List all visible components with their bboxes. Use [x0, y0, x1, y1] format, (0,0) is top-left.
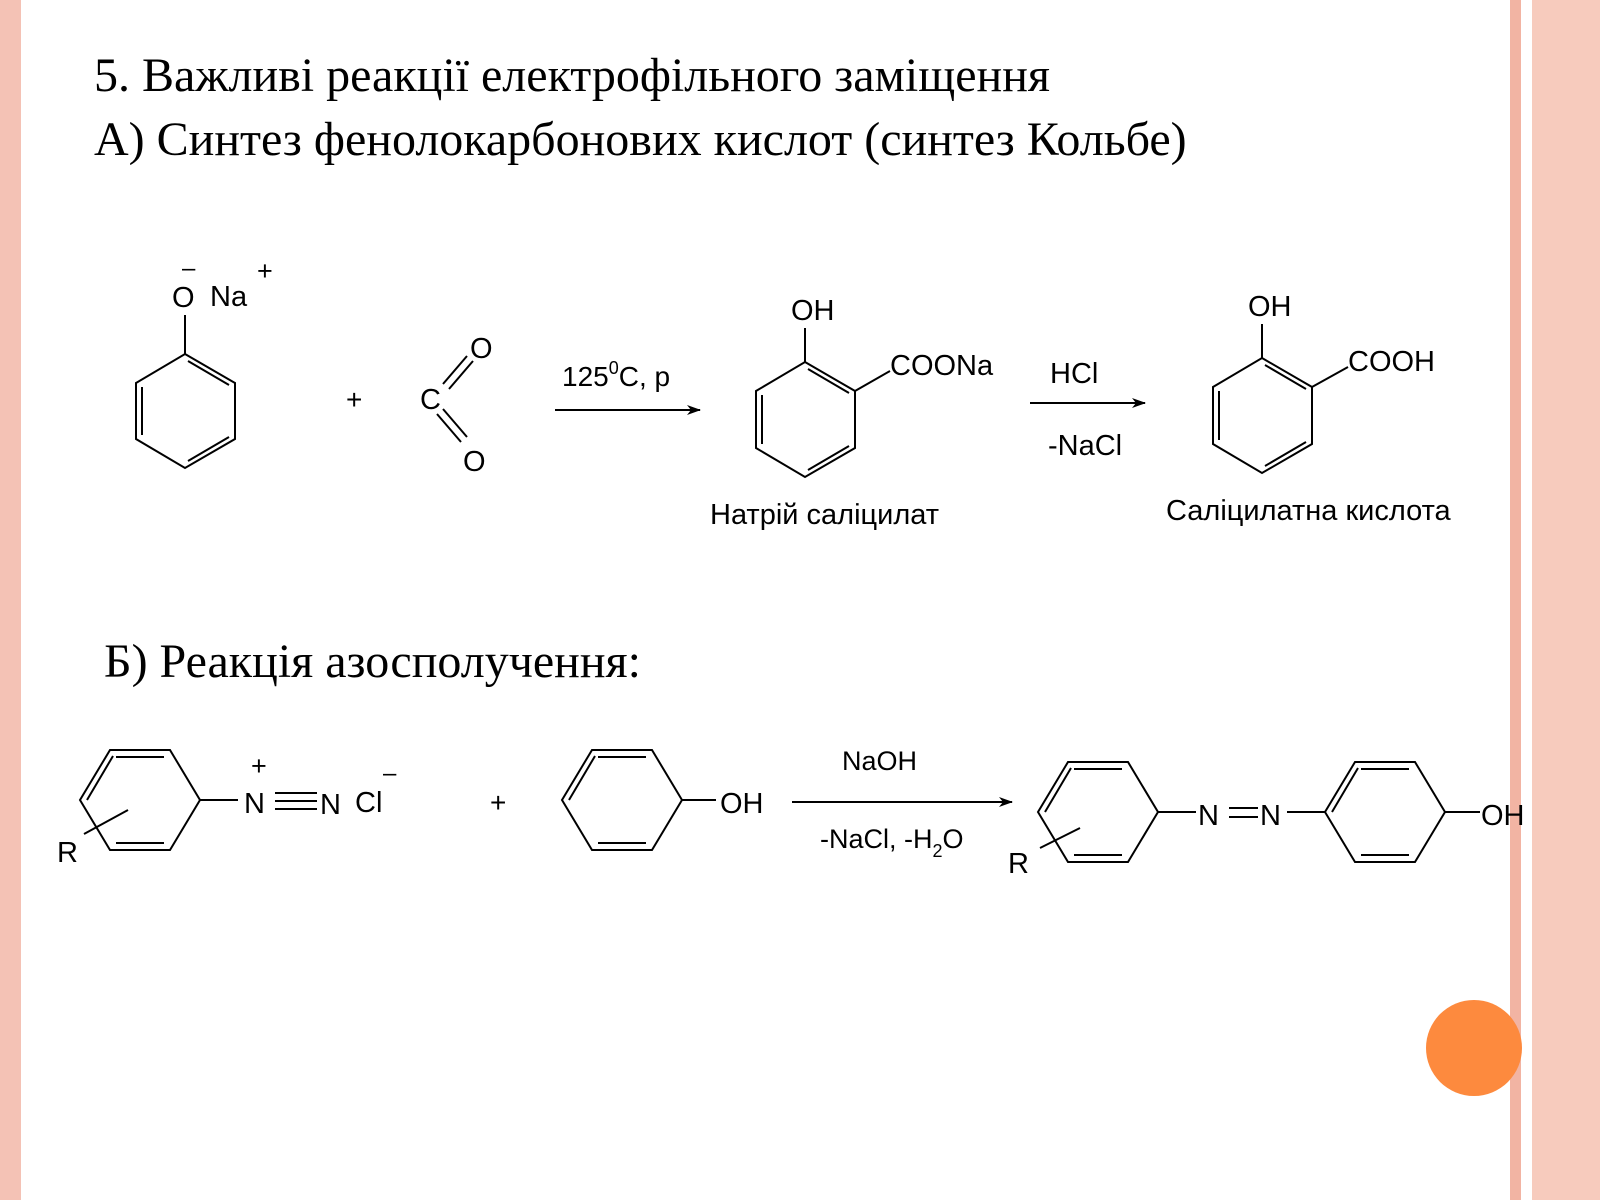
phenoxide-negative-charge: – [182, 255, 196, 282]
chloride-label: Cl [355, 787, 382, 819]
azo-byproducts-part: -NaCl, -H [820, 824, 933, 854]
azo-byproducts-label: -NaCl, -H2O [820, 824, 964, 861]
water-subscript: 2 [933, 841, 943, 861]
chloride-negative-charge: – [383, 760, 397, 787]
salicylic-acid-benzene-ring [1212, 356, 1313, 475]
phenol-oh-label: OH [720, 788, 764, 820]
left-border-stripe [0, 0, 21, 1200]
n-n-double-bond [1229, 807, 1258, 818]
slide-title: 5. Важливі реакції електрофільного заміщ… [94, 44, 1187, 172]
sodium-positive-charge: + [257, 256, 273, 286]
coona-label: COONa [890, 350, 994, 382]
salicylic-acid-name: Саліцилатна кислота [1166, 495, 1452, 527]
sodium-label: Na [210, 281, 248, 313]
diazonium-positive-charge: + [251, 751, 267, 781]
azo-n1-label: N [1198, 800, 1219, 832]
kolbe-plus-sign: + [346, 384, 362, 415]
sodium-salicylate-name: Натрій саліцилат [710, 499, 939, 531]
azo-n2-label: N [1260, 800, 1281, 832]
diazonium-n1-label: N [244, 788, 265, 820]
azo-plus-sign: + [490, 787, 506, 818]
phenol-benzene-ring [560, 749, 684, 851]
accent-circle [1426, 1000, 1522, 1096]
cond-unit-pressure: C, p [619, 361, 670, 392]
salicylate-oh-label: OH [791, 295, 835, 327]
title-line-2: А) Синтез фенолокарбонових кислот (синте… [94, 113, 1187, 166]
right-border-stripe-outer [1532, 0, 1600, 1200]
azo-base-label: NaOH [842, 746, 917, 776]
co2-oxygen-top-label: O [470, 333, 493, 365]
salicylic-c-cooh-bond [1311, 366, 1349, 388]
cooh-label: COOH [1348, 346, 1435, 378]
kolbe-conditions-label: 1250C, p [562, 358, 670, 392]
water-o: O [943, 824, 964, 854]
salicylic-oh-label: OH [1248, 291, 1292, 323]
cond-temperature: 125 [562, 361, 609, 392]
sodium-salicylate-benzene-ring [755, 360, 856, 479]
product-r-label: R [1008, 848, 1029, 880]
azo-coupling-subtitle: Б) Реакція азосполучення: [104, 635, 641, 688]
diazonium-benzene-ring [78, 749, 202, 851]
salicylate-c-coona-bond [854, 370, 891, 392]
right-border-stripe-inner [1510, 0, 1521, 1200]
acidification-byproduct-label: -NaCl [1048, 430, 1122, 462]
azo-product-phenol-ring [1323, 761, 1447, 863]
diazonium-n2-label: N [320, 789, 341, 821]
co2-double-bonds [436, 355, 474, 443]
acidification-reagent-label: HCl [1050, 358, 1098, 390]
n-n-triple-bond [275, 792, 317, 810]
diazonium-r-label: R [57, 837, 78, 869]
cond-degree-superscript: 0 [609, 358, 619, 378]
diazonium-r-bond [83, 809, 129, 835]
product-oh-label: OH [1481, 800, 1525, 832]
title-line-1: 5. Важливі реакції електрофільного заміщ… [94, 49, 1050, 102]
phenoxide-benzene-ring [135, 352, 236, 470]
co2-carbon-label: C [420, 384, 441, 416]
phenoxide-o-label: O [172, 282, 195, 314]
azo-product-aryl-ring [1036, 761, 1160, 863]
product-r-bond [1039, 827, 1081, 849]
co2-oxygen-bottom-label: O [463, 446, 486, 478]
